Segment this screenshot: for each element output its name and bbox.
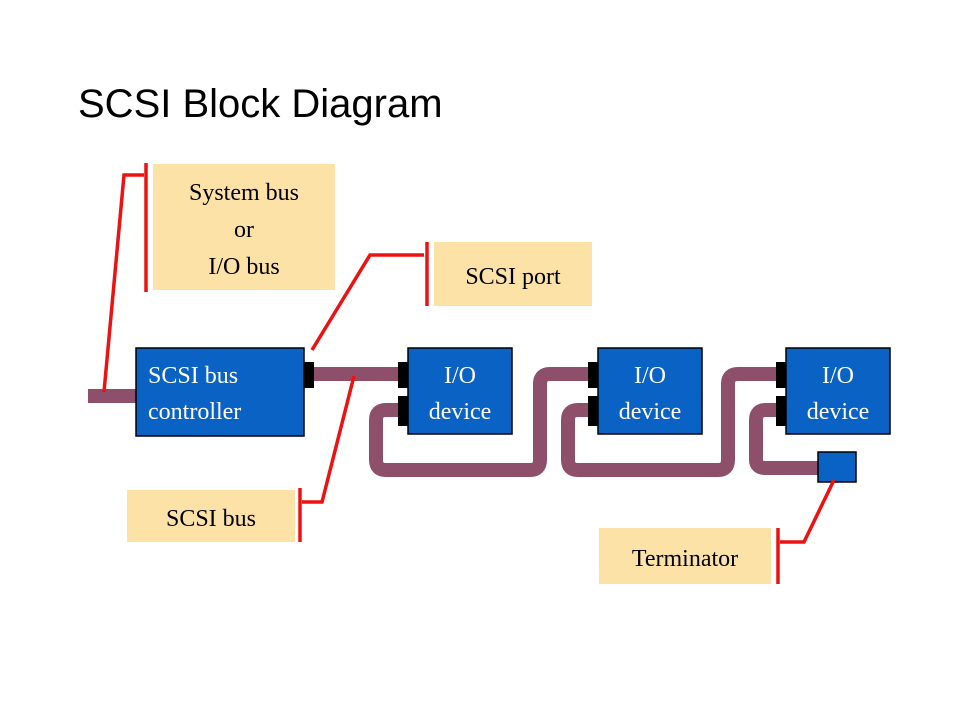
io-device-box bbox=[407, 347, 513, 435]
io-device: I/O device bbox=[588, 347, 703, 435]
io-device-connector-out bbox=[588, 396, 598, 426]
controller-label-line-2: controller bbox=[148, 399, 241, 425]
leader-lines bbox=[102, 163, 836, 584]
callout-system-bus-line-3: I/O bus bbox=[208, 254, 279, 280]
leader-terminator bbox=[780, 479, 836, 544]
callout-system-bus-line-1: System bus bbox=[189, 180, 299, 206]
controller-box bbox=[135, 347, 305, 437]
scsi-bus-segment-3 bbox=[561, 367, 785, 477]
io-device-connector-out bbox=[398, 396, 408, 426]
io-device-label-line-2: device bbox=[807, 399, 870, 425]
controller-label-line-1: SCSI bus bbox=[148, 363, 238, 389]
io-device: I/O device bbox=[776, 347, 891, 435]
leader-scsi-bus bbox=[302, 375, 356, 504]
callout-terminator: Terminator bbox=[599, 528, 771, 584]
callout-system-bus: System bus or I/O bus bbox=[153, 164, 335, 290]
callout-scsi-bus: SCSI bus bbox=[127, 490, 295, 542]
leader-system-bus bbox=[102, 173, 144, 393]
io-device-connector-in bbox=[588, 362, 598, 388]
callout-terminator-box bbox=[599, 528, 771, 584]
io-device-connector-out bbox=[776, 396, 786, 426]
scsi-port-connector bbox=[304, 362, 314, 388]
page-title: SCSI Block Diagram bbox=[78, 82, 443, 126]
io-device-label-line-2: device bbox=[619, 399, 682, 425]
io-device-box bbox=[597, 347, 703, 435]
callout-system-bus-box bbox=[153, 164, 335, 290]
io-device-label-line-1: I/O bbox=[444, 363, 476, 389]
callout-system-bus-line-2: or bbox=[234, 217, 254, 243]
io-device-label-line-2: device bbox=[429, 399, 492, 425]
callout-scsi-port-box bbox=[434, 242, 592, 306]
scsi-bus-segment-2 bbox=[369, 367, 597, 477]
callout-scsi-port-label: SCSI port bbox=[465, 264, 561, 290]
io-device-connector-in bbox=[398, 362, 408, 388]
scsi-bus-controller: SCSI bus controller bbox=[135, 347, 314, 437]
scsi-bus-segment-4 bbox=[749, 403, 825, 475]
terminator-block bbox=[817, 451, 857, 483]
io-device-connector-in bbox=[776, 362, 786, 388]
io-device-label-line-1: I/O bbox=[634, 363, 666, 389]
io-device-box bbox=[785, 347, 891, 435]
bus-cables bbox=[88, 367, 825, 477]
io-device: I/O device bbox=[398, 347, 513, 435]
io-device-label-line-1: I/O bbox=[822, 363, 854, 389]
callout-terminator-label: Terminator bbox=[632, 546, 738, 572]
callout-scsi-bus-label: SCSI bus bbox=[166, 506, 256, 532]
callout-scsi-port: SCSI port bbox=[434, 242, 592, 306]
callout-scsi-bus-box bbox=[127, 490, 295, 542]
leader-scsi-port bbox=[310, 253, 424, 351]
